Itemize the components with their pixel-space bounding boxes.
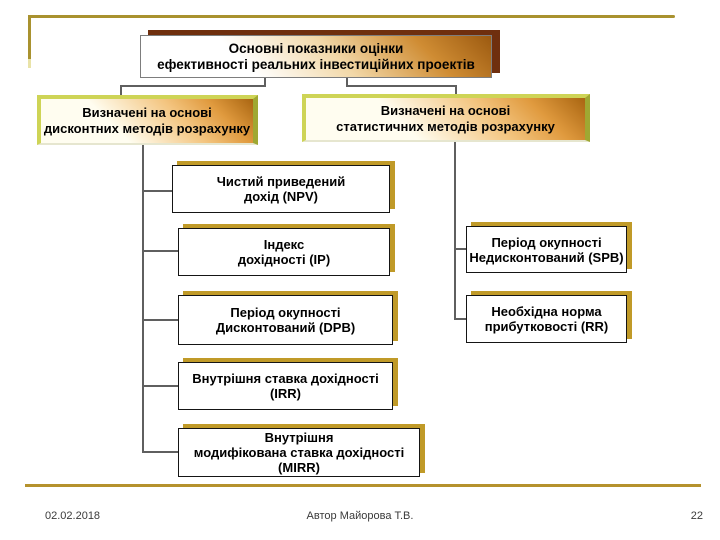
- connector-title-left-horizontal: [120, 85, 266, 87]
- box-dpb-label: Період окупності Дисконтований (DPB): [215, 305, 356, 335]
- connector-title-right-down: [455, 85, 457, 95]
- branch-discount-label: Визначені на основі дисконтних методів р…: [43, 105, 251, 136]
- connector-stub-ip: [142, 250, 178, 252]
- box-rr: Необхідна норма прибутковості (RR): [466, 295, 627, 343]
- left-border-line-fade: [28, 59, 31, 68]
- connector-stub-spb: [454, 248, 466, 250]
- connector-title-right-horizontal: [346, 85, 457, 87]
- box-ip-label: Індекс дохідності (ІР): [237, 237, 331, 267]
- branch-statistical-methods: Визначені на основі статистичних методів…: [302, 94, 590, 142]
- connector-stub-mirr: [142, 451, 178, 453]
- box-spb-label: Період окупності Недисконтований (SPB): [469, 234, 624, 265]
- connector-title-left-drop: [264, 78, 266, 87]
- box-spb: Період окупності Недисконтований (SPB): [466, 226, 627, 273]
- footer-author: Автор Майорова Т.В.: [306, 510, 414, 522]
- top-border-line: [29, 15, 675, 18]
- box-dpb: Період окупності Дисконтований (DPB): [178, 295, 393, 345]
- title-text: Основні показники оцінки ефективності ре…: [157, 40, 475, 72]
- branch-discount-methods: Визначені на основі дисконтних методів р…: [37, 95, 258, 145]
- branch-statistical-label: Визначені на основі статистичних методів…: [336, 103, 555, 134]
- box-rr-label: Необхідна норма прибутковості (RR): [484, 304, 609, 334]
- connector-stub-irr: [142, 385, 178, 387]
- connector-stub-dpb: [142, 319, 178, 321]
- connector-left-trunk: [142, 145, 144, 453]
- left-border-line: [28, 15, 31, 59]
- footer-date: 02.02.2018: [45, 510, 101, 522]
- box-mirr: Внутрішня модифікована ставка дохідності…: [178, 428, 420, 477]
- connector-stub-npv: [142, 190, 172, 192]
- box-mirr-label: Внутрішня модифікована ставка дохідності…: [193, 430, 405, 475]
- bottom-border-line: [25, 484, 701, 487]
- box-irr: Внутрішня ставка дохідності (IRR): [178, 362, 393, 410]
- box-ip: Індекс дохідності (ІР): [178, 228, 390, 276]
- box-npv: Чистий приведений дохід (NPV): [172, 165, 390, 213]
- connector-right-trunk: [454, 142, 456, 320]
- connector-title-right-drop: [346, 78, 348, 87]
- connector-stub-rr: [454, 318, 466, 320]
- title-box: Основні показники оцінки ефективності ре…: [140, 35, 492, 78]
- footer-page-number: 22: [690, 510, 703, 522]
- box-irr-label: Внутрішня ставка дохідності (IRR): [192, 371, 379, 401]
- box-npv-label: Чистий приведений дохід (NPV): [216, 174, 346, 204]
- connector-title-left-down: [120, 85, 122, 96]
